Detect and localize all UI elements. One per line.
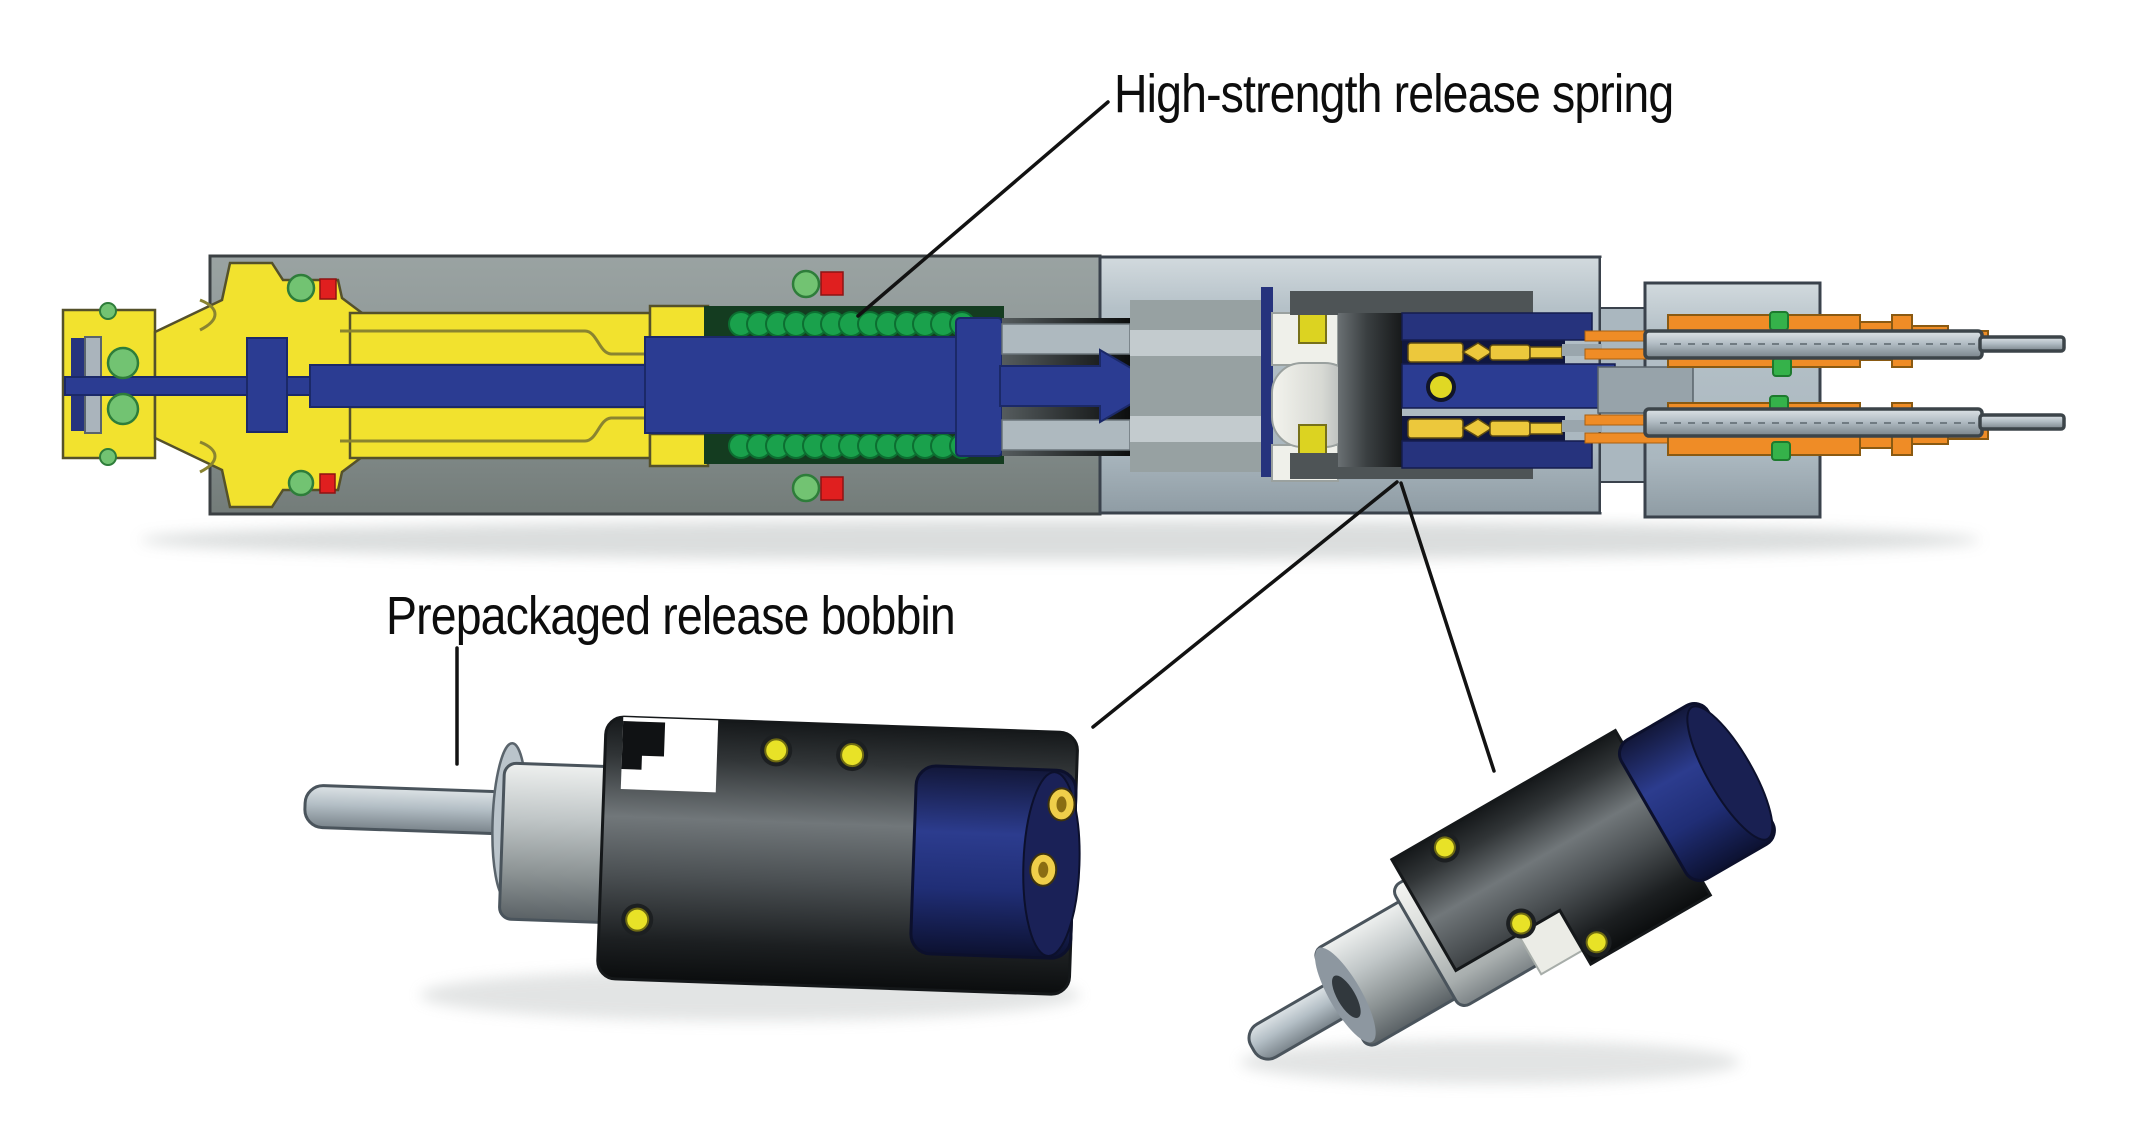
bobbin-render-right (1247, 702, 1776, 1061)
shaft-mid (309, 364, 651, 408)
bobbin-connector-face (1686, 705, 1774, 841)
bobbin-screws (1429, 832, 1612, 958)
piston-flange (955, 317, 1003, 457)
yellow-parting-lines (199, 298, 650, 474)
navy-ring (1261, 287, 1273, 477)
label-release-bobbin: Prepackaged release bobbin (386, 586, 956, 646)
release-mechanism-cutaway (61, 254, 2066, 519)
blue-release-shaft (64, 317, 1003, 457)
shaft-wide (644, 336, 959, 434)
leader-lines (455, 100, 1496, 773)
bobbin-render-left (303, 715, 1081, 996)
leader-line-bobbin-left (1091, 480, 1399, 729)
bobbin-pin (303, 784, 512, 836)
lower-arm (648, 432, 710, 468)
o-ring-seals (99, 269, 844, 503)
latch-assembly (1130, 287, 1356, 482)
shaft-tee (246, 337, 288, 433)
release-bobbin-cutaway (1290, 291, 1616, 479)
leader-line-spring (856, 100, 1110, 318)
cylinder-bore (1332, 975, 1361, 1018)
bobbin-screws (621, 734, 869, 936)
lower-sleeve-band (348, 405, 652, 460)
leader-line-bobbin-right (1399, 481, 1496, 773)
label-release-spring: High-strength release spring (1114, 64, 1674, 124)
collet-finger-upper (1001, 323, 1131, 355)
electrical-contacts (1407, 342, 1563, 439)
bobbin-set-screw (1430, 376, 1452, 398)
upper-arm (648, 304, 710, 340)
contact-rods (1643, 329, 2066, 438)
collet-finger-lower (1001, 419, 1131, 451)
connector-pins (1029, 787, 1076, 887)
upper-sleeve-band (348, 311, 652, 367)
bobbin-dark-body (1389, 728, 1713, 973)
